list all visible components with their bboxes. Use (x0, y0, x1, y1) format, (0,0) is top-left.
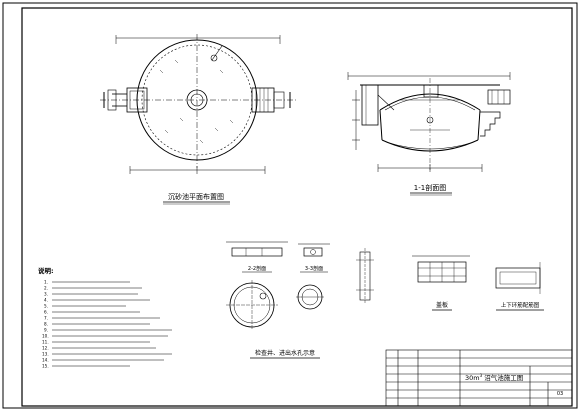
plan-title: 沉砂池平面布置图 (168, 192, 224, 201)
svg-text:4.: 4. (44, 298, 48, 303)
manhole-detail (226, 280, 324, 330)
plan-view (100, 34, 296, 174)
svg-text:6.: 6. (44, 310, 48, 315)
svg-text:9.: 9. (44, 328, 48, 333)
title-main: 30m3 沼气池施工图 (465, 373, 523, 382)
svg-text:3.: 3. (44, 292, 48, 297)
svg-text:7.: 7. (44, 316, 48, 321)
pipe-detail (356, 248, 374, 304)
svg-text:14.: 14. (42, 358, 49, 363)
svg-text:8.: 8. (44, 322, 48, 327)
ring-bar (495, 262, 541, 294)
svg-text:10.: 10. (42, 334, 49, 339)
detail-2-2 (226, 241, 288, 257)
ring-title: 上下环筋配筋图 (501, 301, 540, 309)
detail-2-2-title: 2-2剖面 (248, 265, 266, 272)
notes-lines (52, 281, 172, 367)
title-block (385, 349, 573, 407)
detail-3-3 (298, 243, 330, 257)
svg-text:1.: 1. (44, 280, 48, 285)
section-title: 1-1剖面图 (414, 183, 446, 192)
section-view (347, 72, 511, 172)
svg-text:13.: 13. (42, 352, 49, 357)
manhole-title: 检查井、进出水孔示意 (255, 349, 315, 357)
notes-numbers: 1. 2. 3. 4. 5. 6. 7. 8. 9. 10. 11. 12. 1… (42, 280, 49, 369)
inner-frame (21, 7, 573, 407)
detail-3-3-title: 3-3剖面 (305, 265, 323, 272)
cover-slab (412, 255, 470, 283)
svg-text:11.: 11. (42, 340, 49, 345)
notes-title: 说明: (38, 266, 54, 275)
cover-title: 盖板 (436, 301, 448, 309)
svg-text:5.: 5. (44, 304, 48, 309)
sheet-number: 03 (557, 391, 563, 397)
svg-text:2.: 2. (44, 286, 48, 291)
svg-text:15.: 15. (42, 364, 49, 369)
svg-text:12.: 12. (42, 346, 49, 351)
